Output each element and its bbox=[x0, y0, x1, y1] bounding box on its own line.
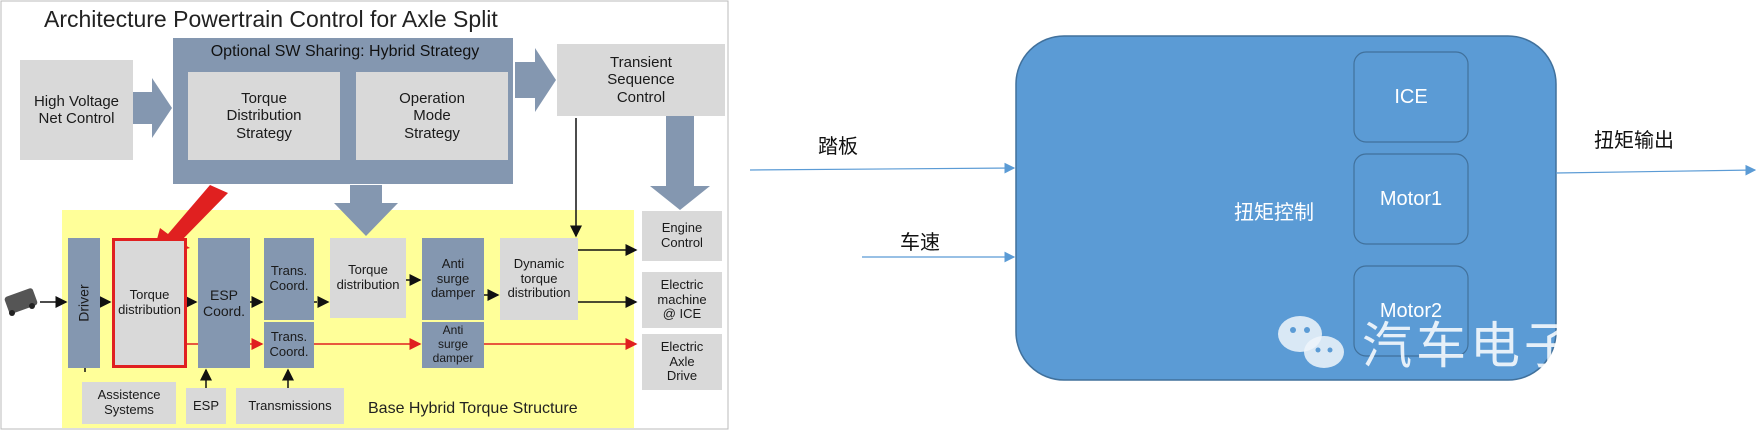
motor1-label: Motor1 bbox=[1379, 187, 1443, 210]
electric-machine-box: Electric machine @ ICE bbox=[642, 272, 722, 328]
speed-label: 车速 bbox=[900, 230, 940, 254]
high-voltage-box: High Voltage Net Control bbox=[20, 60, 133, 160]
ice-module-box bbox=[1353, 51, 1469, 143]
torque-control-label: 扭矩控制 bbox=[1234, 200, 1314, 224]
car-icon bbox=[4, 288, 38, 316]
driver-box: Driver bbox=[68, 238, 100, 368]
electric-axle-box: Electric Axle Drive bbox=[642, 334, 722, 390]
watermark-text: 汽车电子设计 bbox=[1362, 317, 1686, 375]
fat-arrow-down-center bbox=[334, 185, 398, 236]
motor2-module-box bbox=[1353, 265, 1469, 357]
architecture-diagram: Architecture Powertrain Control for Axle… bbox=[0, 0, 730, 432]
torque-control-shapes bbox=[749, 35, 1757, 381]
motor1-module-box bbox=[1353, 153, 1469, 245]
base-hybrid-label: Base Hybrid Torque Structure bbox=[368, 400, 578, 417]
pedal-label: 踏板 bbox=[818, 134, 858, 158]
fat-arrow-transient bbox=[515, 48, 556, 112]
assistance-systems-box: Assistence Systems bbox=[82, 382, 176, 424]
motor2-label: Motor2 bbox=[1379, 299, 1443, 322]
engine-control-box: Engine Control bbox=[642, 211, 722, 261]
driver-label: Driver bbox=[75, 284, 92, 322]
torque-output-label: 扭矩输出 bbox=[1594, 128, 1674, 152]
panel-frame bbox=[0, 0, 729, 430]
torque-distribution-box: Torque distribution bbox=[330, 238, 406, 318]
trans-coord-lower-box: Trans. Coord. bbox=[264, 322, 314, 368]
dynamic-torque-box: Dynamic torque distribution bbox=[500, 238, 578, 320]
diagram-title: Architecture Powertrain Control for Axle… bbox=[44, 6, 498, 32]
esp-coord-box: ESP Coord. bbox=[198, 238, 250, 368]
operation-mode-strategy-box: Operation Mode Strategy bbox=[356, 72, 508, 160]
trans-coord-upper-box: Trans. Coord. bbox=[264, 238, 314, 320]
torque-control-diagram: 踏板 车速 扭矩控制 ICE Motor1 Motor2 扭矩输出 汽车电子设计 bbox=[730, 0, 1760, 432]
anti-surge-damper-upper-box: Anti surge damper bbox=[422, 238, 484, 320]
torque-distribution-strategy-box: Torque Distribution Strategy bbox=[188, 72, 340, 160]
esp-box: ESP bbox=[186, 388, 226, 424]
torque-output-arrow bbox=[1555, 164, 1757, 176]
transient-sequence-box: Transient Sequence Control bbox=[557, 44, 725, 116]
fat-arrow-hv bbox=[133, 78, 172, 138]
pedal-input-arrow bbox=[749, 162, 1016, 174]
anti-surge-damper-lower-box: Anti surge damper bbox=[422, 322, 484, 368]
transmissions-box: Transmissions bbox=[236, 388, 344, 424]
ice-label: ICE bbox=[1394, 85, 1428, 108]
wechat-icon bbox=[1278, 316, 1344, 368]
torque-distribution-red-box: Torque distribution bbox=[112, 238, 187, 368]
fat-arrow-down-engine bbox=[650, 116, 710, 210]
optional-sharing-label: Optional SW Sharing: Hybrid Strategy bbox=[210, 43, 480, 60]
